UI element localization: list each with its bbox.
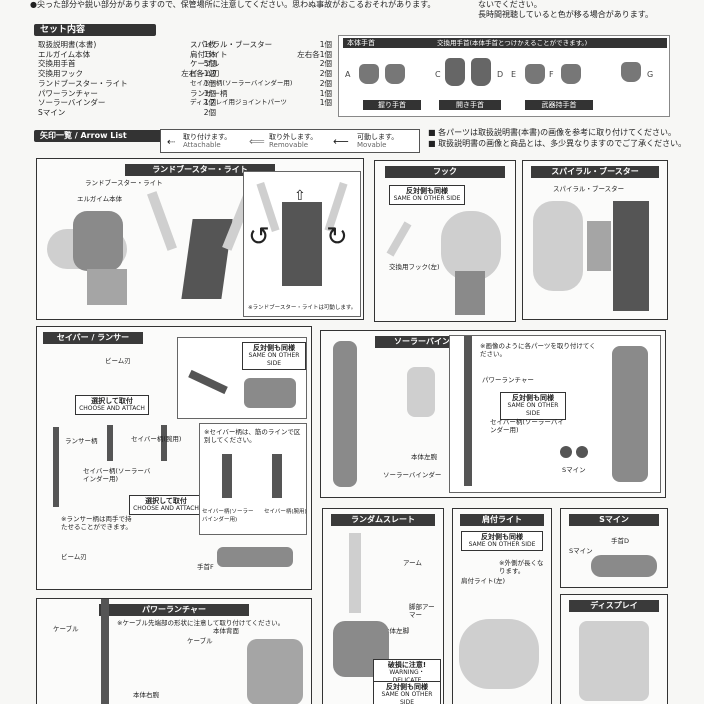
hand-f-icon	[561, 64, 581, 84]
list-item: 交換用フック左右各1個	[38, 69, 216, 79]
robot-back-illustration	[533, 201, 583, 291]
robot-body-illustration	[87, 269, 127, 305]
s-mine-icon	[560, 446, 572, 458]
hand-f-illustration	[217, 547, 293, 567]
panel-s-mine: Sマイン 手首D Sマイン	[560, 508, 668, 588]
top-note: ●尖った部分や鋭い部分がありますので、保管場所に注意してください。思わぬ事故がお…	[30, 0, 436, 9]
booster-illustration	[181, 219, 233, 299]
top-right-notes: ないでください。 長時間視聴していると色が移る場合があります。	[478, 0, 653, 19]
robot-back-illustration	[247, 639, 303, 704]
robot-leg-illustration	[455, 271, 485, 315]
list-item: 肩付ライト左右各1個	[190, 49, 332, 59]
hand-d-icon	[471, 58, 491, 86]
robot-arm-illustration	[407, 367, 435, 417]
booster-fin-left	[147, 191, 177, 251]
panel-power-launcher: パワーランチャー ※ケーブル先端部の形状に注意して取り付けてください。 ケーブル…	[36, 598, 312, 704]
hand-d-illustration	[591, 555, 657, 577]
rotate-left-icon: ↺	[248, 222, 270, 252]
hand-c-icon	[445, 58, 465, 86]
booster-detail-box: ⇧ ↺ ↻ ※ランドブースター・ライトは可動します。	[243, 171, 361, 317]
s-mine-icon	[576, 446, 588, 458]
saber-note-box: ※セイバー柄は、筋のラインで区別してください。 セイバー柄(ソーラーバインダー用…	[199, 423, 307, 535]
list-item: セイバー柄(ソーラーバインダー用)2個	[190, 78, 332, 88]
robot-head-illustration	[73, 211, 123, 271]
notes: ■ 各パーツは取扱説明書(本書)の画像を参考に取り付けてください。 ■ 取扱説明…	[428, 128, 687, 148]
panel-spiral-booster: スパイラル・ブースター スパイラル・ブースター	[522, 160, 668, 320]
arrow-list-title: 矢印一覧 / Arrow List	[34, 130, 164, 142]
hands-box: 本体手首 交換用手首(本体手首とつけかえることができます。) A C D E F…	[338, 35, 670, 117]
panel-display: ディスプレイ	[560, 594, 668, 704]
panel-solar-binder: ソーラーバインダー 本体左腕 ソーラーバインダー ※画像のように各パーツを取り付…	[320, 330, 666, 498]
attach-arrow-icon: ⇠	[167, 137, 176, 148]
move-arrow-icon: ⟵	[333, 135, 349, 148]
spiral-booster-illustration	[613, 201, 649, 311]
open-hands-label: 開き手首	[439, 100, 501, 110]
hand-e-icon	[525, 64, 545, 84]
panel-land-booster: ランドブースター・ライト ランドブースター・ライト エルガイム本体 ⇧ ↺ ↻ …	[36, 158, 364, 320]
set-contents-title: セット内容	[34, 24, 156, 36]
arm-illustration	[349, 533, 361, 613]
rotate-right-icon: ↻	[326, 222, 348, 252]
robot-upper-illustration	[441, 211, 501, 281]
booster-detail-illustration	[282, 202, 322, 286]
weapon-hands-label: 武器持手首	[525, 100, 593, 110]
up-arrow-icon: ⇧	[294, 188, 306, 204]
lancer-grip-illustration	[53, 427, 59, 507]
saber-grip-arm-illustration	[161, 425, 167, 461]
hand-a2-icon	[385, 64, 405, 84]
solar-binder-illustration	[333, 341, 357, 487]
arrow-list: ⇠ 取り付けます。 Attachable ⟸ 取り外します。 Removable…	[160, 129, 420, 153]
grip-hands-label: 握り手首	[363, 100, 421, 110]
hand-g-icon	[621, 62, 641, 82]
remove-arrow-icon: ⟸	[249, 135, 265, 148]
list-item: 取扱説明書(本書)1枚	[38, 40, 216, 49]
power-launcher-illustration	[101, 599, 109, 704]
swap-hands-label: 交換用手首(本体手首とつけかえることができます。)	[433, 38, 667, 48]
hook-part	[386, 221, 412, 257]
body-hands-label: 本体手首	[343, 38, 433, 48]
hand-a-icon	[359, 64, 379, 84]
power-launcher-illustration	[464, 336, 472, 486]
display-stand-illustration	[579, 621, 649, 701]
panel-random-slate: ランダムスレート アーム 脚部アーマー 本体左脚 破損に注意!WARNING・D…	[322, 508, 444, 704]
saber-grip-solar-illustration	[107, 425, 113, 461]
robot-shoulder-illustration	[459, 619, 539, 689]
